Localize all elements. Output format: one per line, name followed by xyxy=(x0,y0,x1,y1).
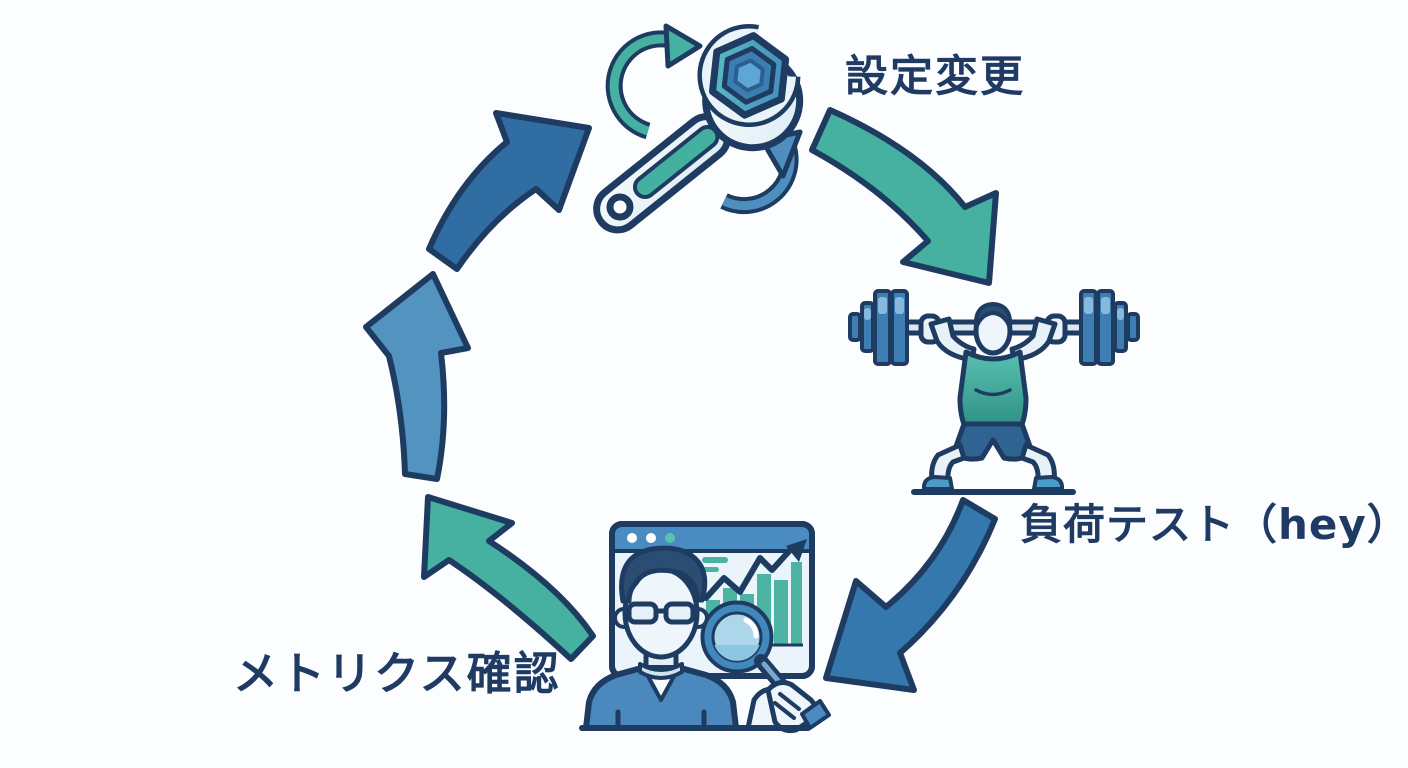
config-change-label: 設定変更 xyxy=(845,52,1025,102)
lifter-shorts xyxy=(951,421,1035,462)
wrench-hole xyxy=(606,193,634,221)
chart-trend-line xyxy=(703,545,795,601)
analyst-glasses xyxy=(626,601,696,625)
lifter-shoe-left xyxy=(921,475,954,491)
window-dot-2 xyxy=(646,533,656,543)
wrench-nut-icon xyxy=(593,24,804,234)
lens-highlight xyxy=(743,617,759,639)
analyst-hair xyxy=(619,545,708,604)
arrow-metrics-return-lower xyxy=(421,494,596,662)
analyst-magnifier-icon xyxy=(579,521,831,734)
rotate-arrow-teal xyxy=(605,23,703,140)
chart-arrow-head xyxy=(786,539,807,562)
load-test-label: 負荷テスト（hey） xyxy=(1020,500,1408,549)
lifter-tank-top xyxy=(957,349,1029,432)
window-dot-3 xyxy=(665,533,675,543)
barbell-plates-right xyxy=(1079,289,1140,366)
lifter-arm-right xyxy=(1009,316,1058,363)
magnifier xyxy=(700,600,800,706)
window-dot-1 xyxy=(627,533,637,543)
analyst-cuff xyxy=(800,699,831,730)
browser-title-bar xyxy=(612,524,812,551)
lifter-hair xyxy=(973,302,1013,330)
metrics-check-label: メトリクス確認 xyxy=(233,647,561,700)
analyst-collar xyxy=(638,662,684,680)
lifter-arm-left xyxy=(928,316,977,363)
nut-inner-hex xyxy=(733,58,765,93)
arrow-load-test-to-metrics xyxy=(823,497,998,693)
arrow-metrics-return-middle xyxy=(363,271,471,482)
lifter-shoe-right xyxy=(1032,475,1065,491)
weightlifter-icon xyxy=(848,289,1140,495)
arrow-config-to-load-test xyxy=(809,107,999,286)
arrow-metrics-return-upper xyxy=(426,110,592,272)
barbell-plates-left xyxy=(848,289,909,366)
